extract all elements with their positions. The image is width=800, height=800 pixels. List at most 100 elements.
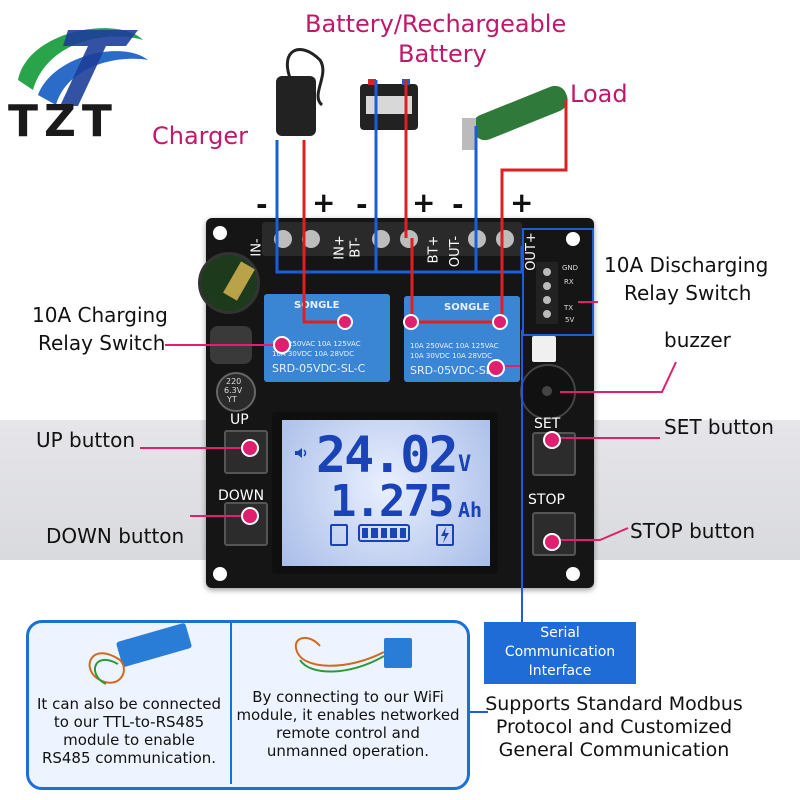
down-silk-label: DOWN — [218, 488, 265, 504]
terminal-pin-label: IN+ — [332, 235, 348, 260]
serial-highlight-frame — [522, 228, 594, 336]
wifi-card-text: By connecting to our WiFi module, it ena… — [234, 688, 462, 760]
white-connector — [532, 336, 556, 362]
terminal-polarity: - — [452, 188, 464, 221]
rs485-line3: module to enable — [63, 731, 195, 749]
voltage-unit: V — [458, 452, 472, 477]
stop-silk-label: STOP — [528, 492, 565, 508]
terminal-screw — [372, 230, 390, 248]
relay-model: SRD-05VDC-SL-C — [272, 362, 366, 375]
terminal-screw — [274, 230, 292, 248]
rs485-line2: to our TTL-to-RS485 — [53, 713, 205, 731]
mount-hole — [213, 226, 227, 240]
small-capacitor — [216, 372, 256, 412]
logo — [8, 10, 158, 160]
logo-swoosh-icon — [18, 28, 148, 106]
battery-label-line1: Battery/Rechargeable — [305, 10, 567, 38]
cap-label: 6.3V — [224, 386, 243, 395]
serial-line1: Serial — [540, 625, 580, 641]
charging-relay-label-line2: Relay Switch — [38, 331, 166, 355]
discharging-relay: SONGLE 10A 250VAC 10A 125VAC 10A 30VDC 1… — [404, 296, 520, 382]
terminal-screw — [496, 230, 514, 248]
down-tactile-button[interactable] — [224, 502, 268, 546]
terminal-screw — [468, 230, 486, 248]
load-label: Load — [570, 80, 628, 108]
charger-image — [276, 76, 316, 136]
mount-hole — [213, 567, 227, 581]
serial-line3: Interface — [528, 663, 592, 679]
charging-relay: SONGLE 10A 250VAC 10A 125VAC 10A 30VDC 1… — [264, 294, 390, 382]
relay-model: SRD-05VDC-SL-C — [410, 364, 504, 377]
terminal-pin-label: BT- — [348, 237, 364, 258]
terminal-polarity: + — [510, 186, 534, 219]
terminal-polarity: - — [356, 188, 368, 221]
load-resistor-image — [468, 82, 572, 144]
stop-button-label: STOP button — [630, 519, 756, 543]
mount-hole — [566, 567, 580, 581]
stop-tactile-button[interactable] — [532, 512, 576, 556]
modbus-text: Supports Standard Modbus Protocol and Cu… — [484, 693, 744, 762]
relay-spec: 10A 250VAC 10A 125VAC — [272, 340, 361, 348]
battery-label-line2: Battery — [398, 40, 487, 68]
relay-spec: 10A 30VDC 10A 28VDC — [410, 352, 493, 360]
charger-label: Charger — [152, 122, 248, 150]
wifi-line4: unmanned operation. — [266, 742, 430, 760]
terminal-polarity: + — [312, 186, 336, 219]
charging-bolt-icon — [436, 524, 454, 546]
voltage-readout: 24.02 — [316, 426, 459, 484]
rs485-line4: RS485 communication. — [41, 749, 217, 767]
serial-interface-box: Serial Communication Interface — [484, 622, 636, 684]
header-label: 5V — [565, 316, 575, 324]
load-bracket — [462, 118, 476, 150]
logo-text: TZT — [8, 96, 118, 147]
wifi-line1: By connecting to our WiFi — [252, 688, 444, 706]
terminal-pin-label: BT+ — [426, 235, 442, 264]
buzzer-label: buzzer — [664, 328, 731, 352]
terminal-polarity: + — [412, 186, 436, 219]
wifi-line2: module, it enables networked — [236, 706, 460, 724]
serial-line2: Communication — [504, 644, 616, 660]
battery-icon — [330, 524, 348, 546]
discharging-relay-label-line2: Relay Switch — [624, 281, 752, 305]
capacitor — [198, 252, 260, 314]
capacity-unit: Ah — [458, 498, 483, 522]
discharging-relay-label-line1: 10A Discharging — [604, 253, 769, 277]
buzzer-hole — [542, 386, 552, 396]
header-label: TX — [564, 304, 574, 312]
terminal-screw — [302, 230, 320, 248]
speaker-icon — [294, 446, 308, 460]
header-label: GND — [562, 264, 579, 272]
capacity-readout: 1.275 — [330, 476, 454, 527]
cap-label: YT — [227, 395, 237, 404]
relay-spec: 10A 30VDC 10A 28VDC — [272, 350, 355, 358]
terminal-polarity: - — [256, 188, 268, 221]
header-label: RX — [564, 278, 574, 286]
down-button-label: DOWN button — [46, 524, 185, 548]
up-silk-label: UP — [230, 412, 249, 428]
modbus-line3: General Communication — [498, 739, 730, 761]
charging-relay-label-line1: 10A Charging — [32, 303, 168, 327]
terminal-pin-label: IN- — [249, 238, 265, 257]
terminal-screw — [400, 230, 418, 248]
relay-brand: SONGLE — [294, 300, 340, 311]
modules-divider — [230, 622, 232, 784]
wifi-line3: remote control and — [276, 724, 420, 742]
wifi-module-image — [384, 638, 412, 668]
inductor — [210, 326, 252, 364]
up-button-label: UP button — [36, 428, 136, 452]
rs485-line1: It can also be connected — [37, 695, 221, 713]
modbus-line1: Supports Standard Modbus — [485, 693, 743, 715]
mount-hole — [566, 232, 580, 246]
battery-level-icon — [358, 524, 410, 542]
terminal-pin-label: OUT- — [448, 235, 464, 268]
cap-label: 220 — [226, 377, 242, 386]
up-tactile-button[interactable] — [224, 430, 268, 474]
battery-image — [360, 79, 418, 130]
modbus-line2: Protocol and Customized — [495, 716, 733, 738]
set-silk-label: SET — [534, 416, 561, 432]
relay-brand: SONGLE — [444, 302, 490, 313]
relay-spec: 10A 250VAC 10A 125VAC — [410, 342, 499, 350]
set-button-label: SET button — [664, 415, 774, 439]
rs485-card-text: It can also be connected to our TTL-to-R… — [30, 695, 228, 767]
set-tactile-button[interactable] — [532, 432, 576, 476]
